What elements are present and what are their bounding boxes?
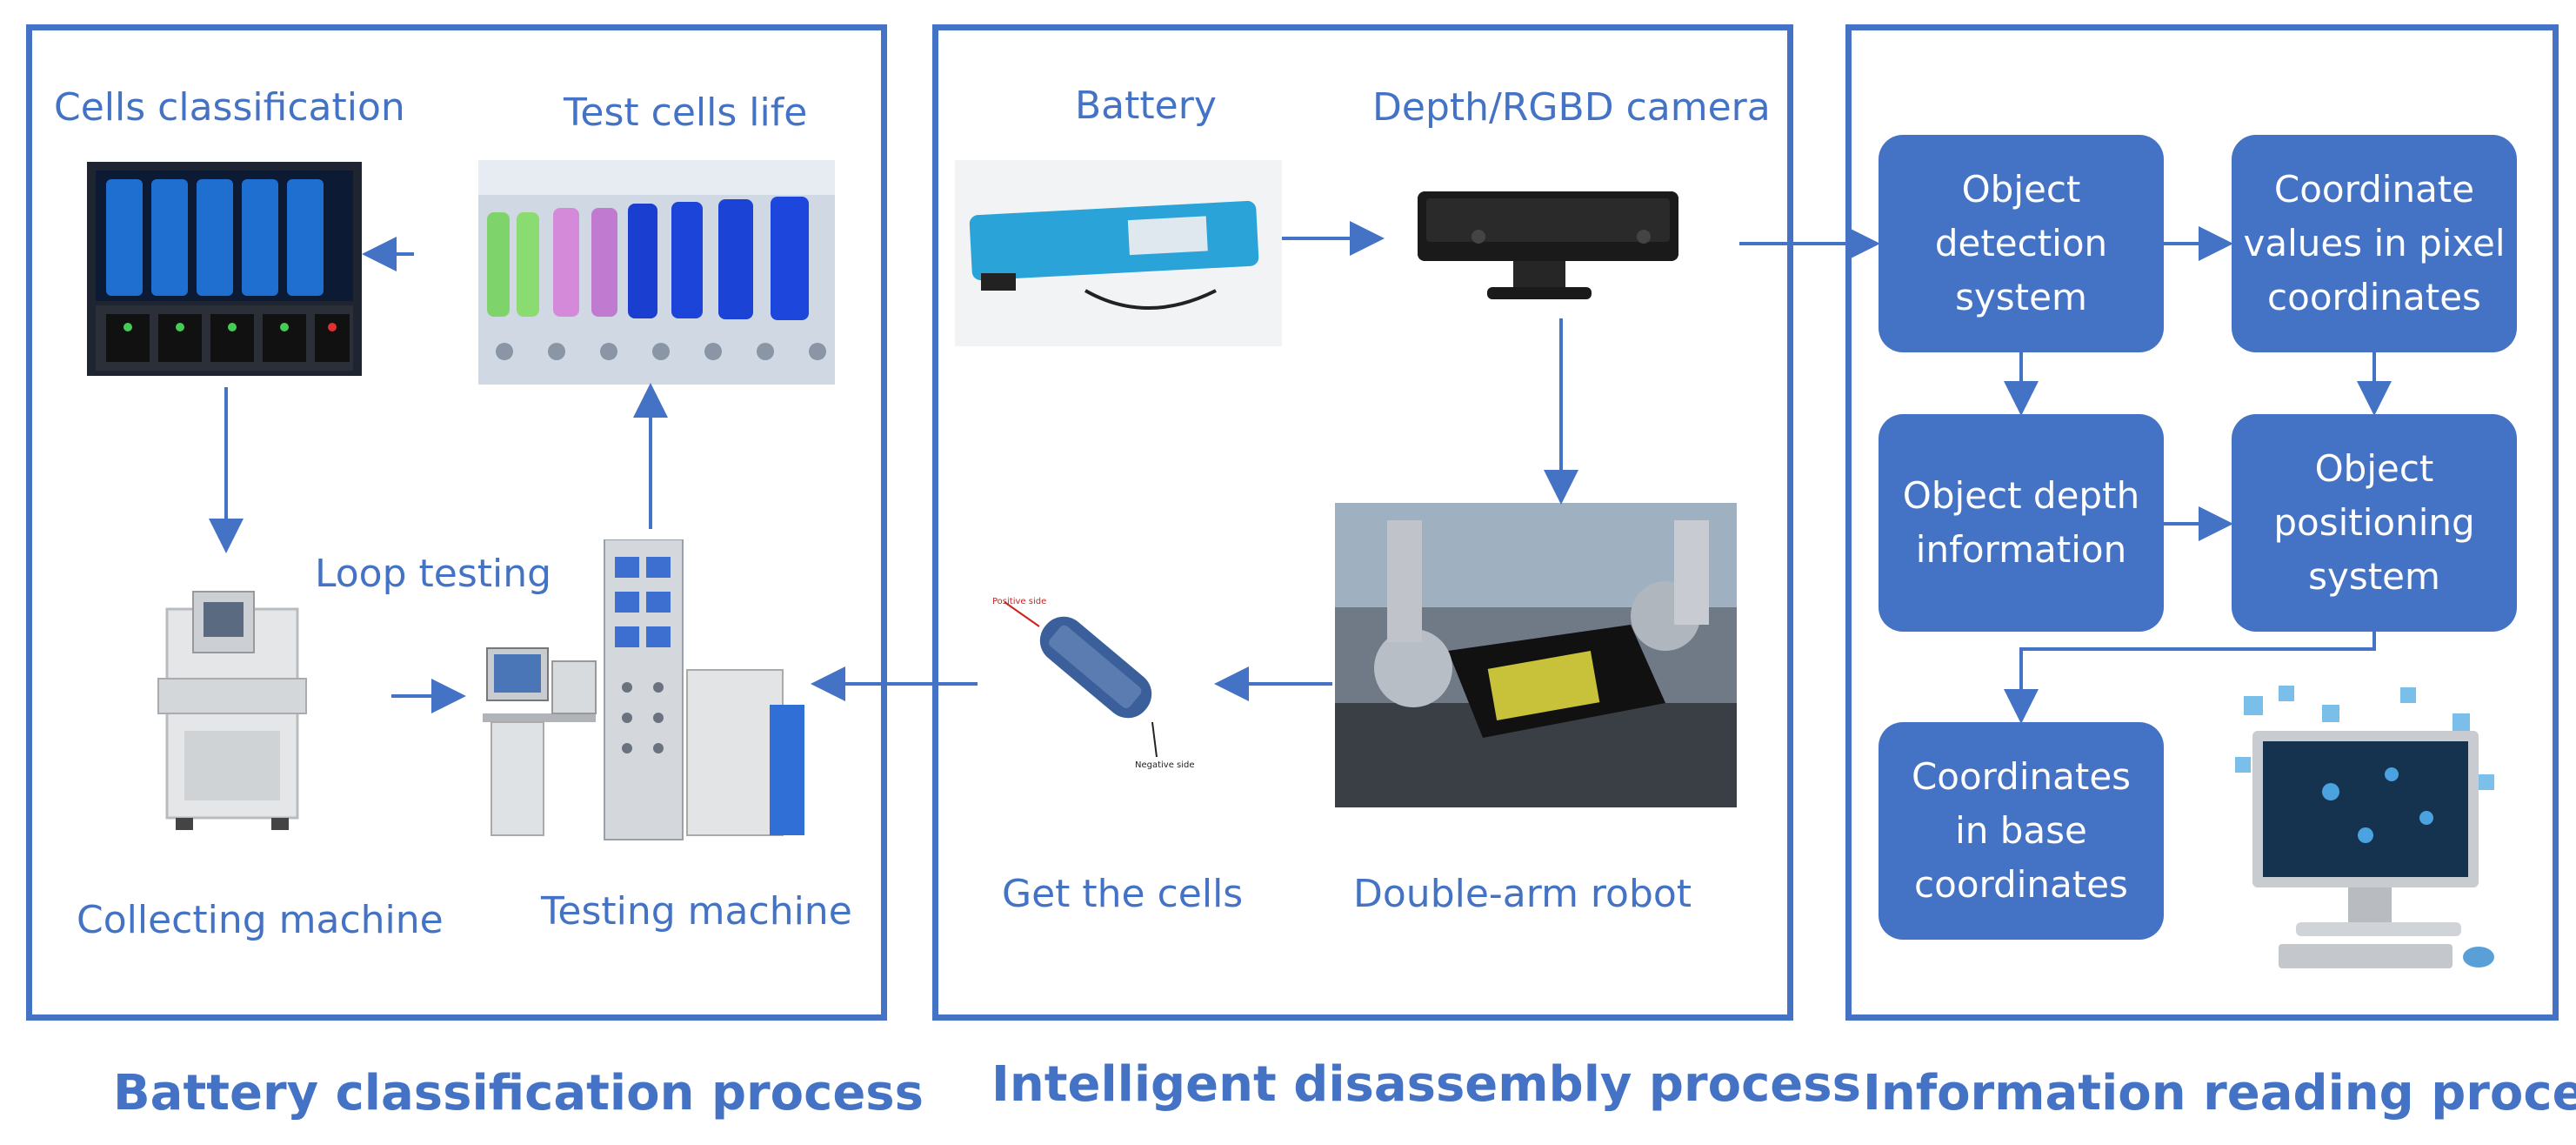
collecting-machine-image [150, 583, 315, 835]
svg-text:Positive side: Positive side [992, 597, 1046, 606]
battery-cell-image: Positive side Negative side [987, 592, 1209, 774]
object-detection-system-box: Object detection system [1879, 135, 2164, 352]
coordinate-values-pixel-box: Coordinate values in pixel coordinates [2232, 135, 2517, 352]
svg-text:Negative side: Negative side [1135, 760, 1195, 770]
depth-camera-label: Depth/RGBD camera [1372, 85, 1771, 130]
depth-camera-image [1383, 174, 1705, 317]
cells-classification-label: Cells classification [54, 85, 405, 130]
cells-classification-image [87, 162, 362, 376]
computer-illustration [2226, 679, 2522, 983]
battery-classification-title: Battery classification process [113, 1065, 924, 1122]
arrow-positioning-to-base [2004, 632, 2376, 724]
test-cells-life-image [478, 160, 835, 385]
information-reading-title: Information reading process [1863, 1065, 2576, 1122]
object-depth-information-box: Object depth information [1879, 414, 2164, 632]
test-cells-life-label: Test cells life [564, 90, 808, 135]
battery-pack-image [955, 160, 1282, 346]
double-arm-robot-image [1335, 503, 1737, 807]
battery-label: Battery [1075, 84, 1217, 128]
testing-machine-image [483, 539, 809, 844]
intelligent-disassembly-title: Intelligent disassembly process [991, 1056, 1861, 1113]
get-cells-label: Get the cells [1002, 872, 1244, 916]
loop-testing-label: Loop testing [315, 552, 552, 596]
base-coordinates-box: Coordinates in base coordinates [1879, 722, 2164, 940]
testing-machine-label: Testing machine [541, 889, 852, 934]
collecting-machine-label: Collecting machine [77, 898, 444, 942]
double-arm-robot-label: Double-arm robot [1353, 872, 1692, 916]
object-positioning-system-box: Object positioning system [2232, 414, 2517, 632]
